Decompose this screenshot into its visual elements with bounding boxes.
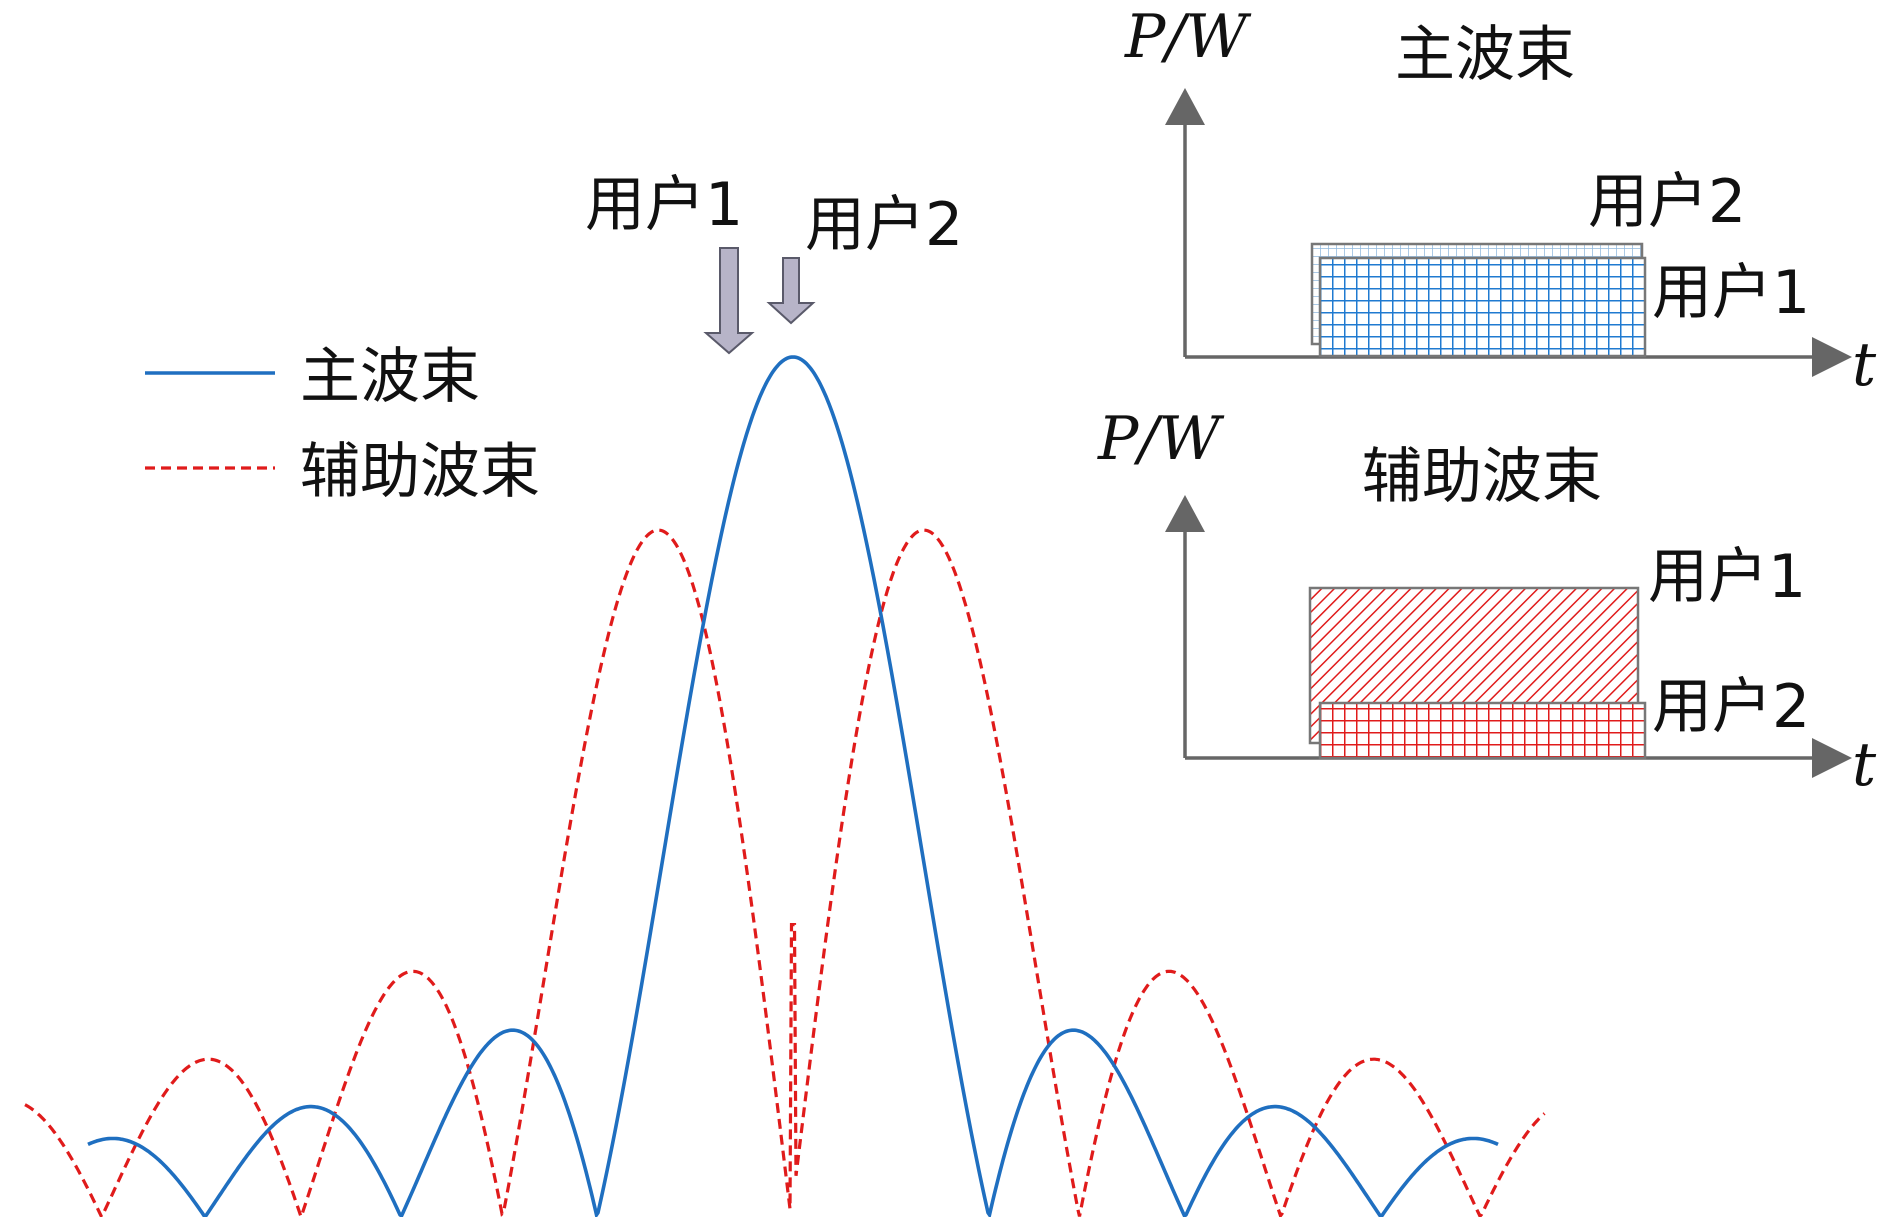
inset-aux-beam: P/W t 辅助波束 用户1 用户2 [1097,404,1877,800]
user2-power-block [1318,701,1647,760]
legend: 主波束 辅助波束 [145,342,540,507]
user1-block-label: 用户1 [1648,542,1806,612]
x-axis-arrow-icon [1812,738,1852,778]
x-axis-label: t [1852,330,1877,400]
user2-marker: 用户2 [766,190,963,325]
user1-block-label: 用户1 [1652,258,1810,328]
inset-main-beam: P/W t 主波束 用户2 用户1 [1124,2,1877,400]
x-axis-label: t [1852,730,1877,800]
legend-aux-label: 辅助波束 [300,437,540,507]
user2-block-label: 用户2 [1588,167,1746,237]
down-arrow-icon [703,247,755,355]
y-axis-arrow-icon [1165,88,1205,125]
user1-power-block [1318,256,1647,358]
y-axis-label: P/W [1097,404,1225,474]
user2-marker-label: 用户2 [805,190,963,260]
user1-marker: 用户1 [585,170,755,355]
y-axis-label: P/W [1124,2,1252,72]
legend-main-label: 主波束 [300,342,480,412]
y-axis-arrow-icon [1165,495,1205,532]
main-beam-curve [87,355,1499,1217]
aux-beam-curve [24,528,1546,1217]
down-arrow-icon [766,257,816,325]
inset-title: 主波束 [1395,20,1575,90]
user2-block-label: 用户2 [1652,672,1810,742]
user1-marker-label: 用户1 [585,170,743,240]
x-axis-arrow-icon [1812,337,1852,377]
inset-title: 辅助波束 [1362,442,1602,512]
